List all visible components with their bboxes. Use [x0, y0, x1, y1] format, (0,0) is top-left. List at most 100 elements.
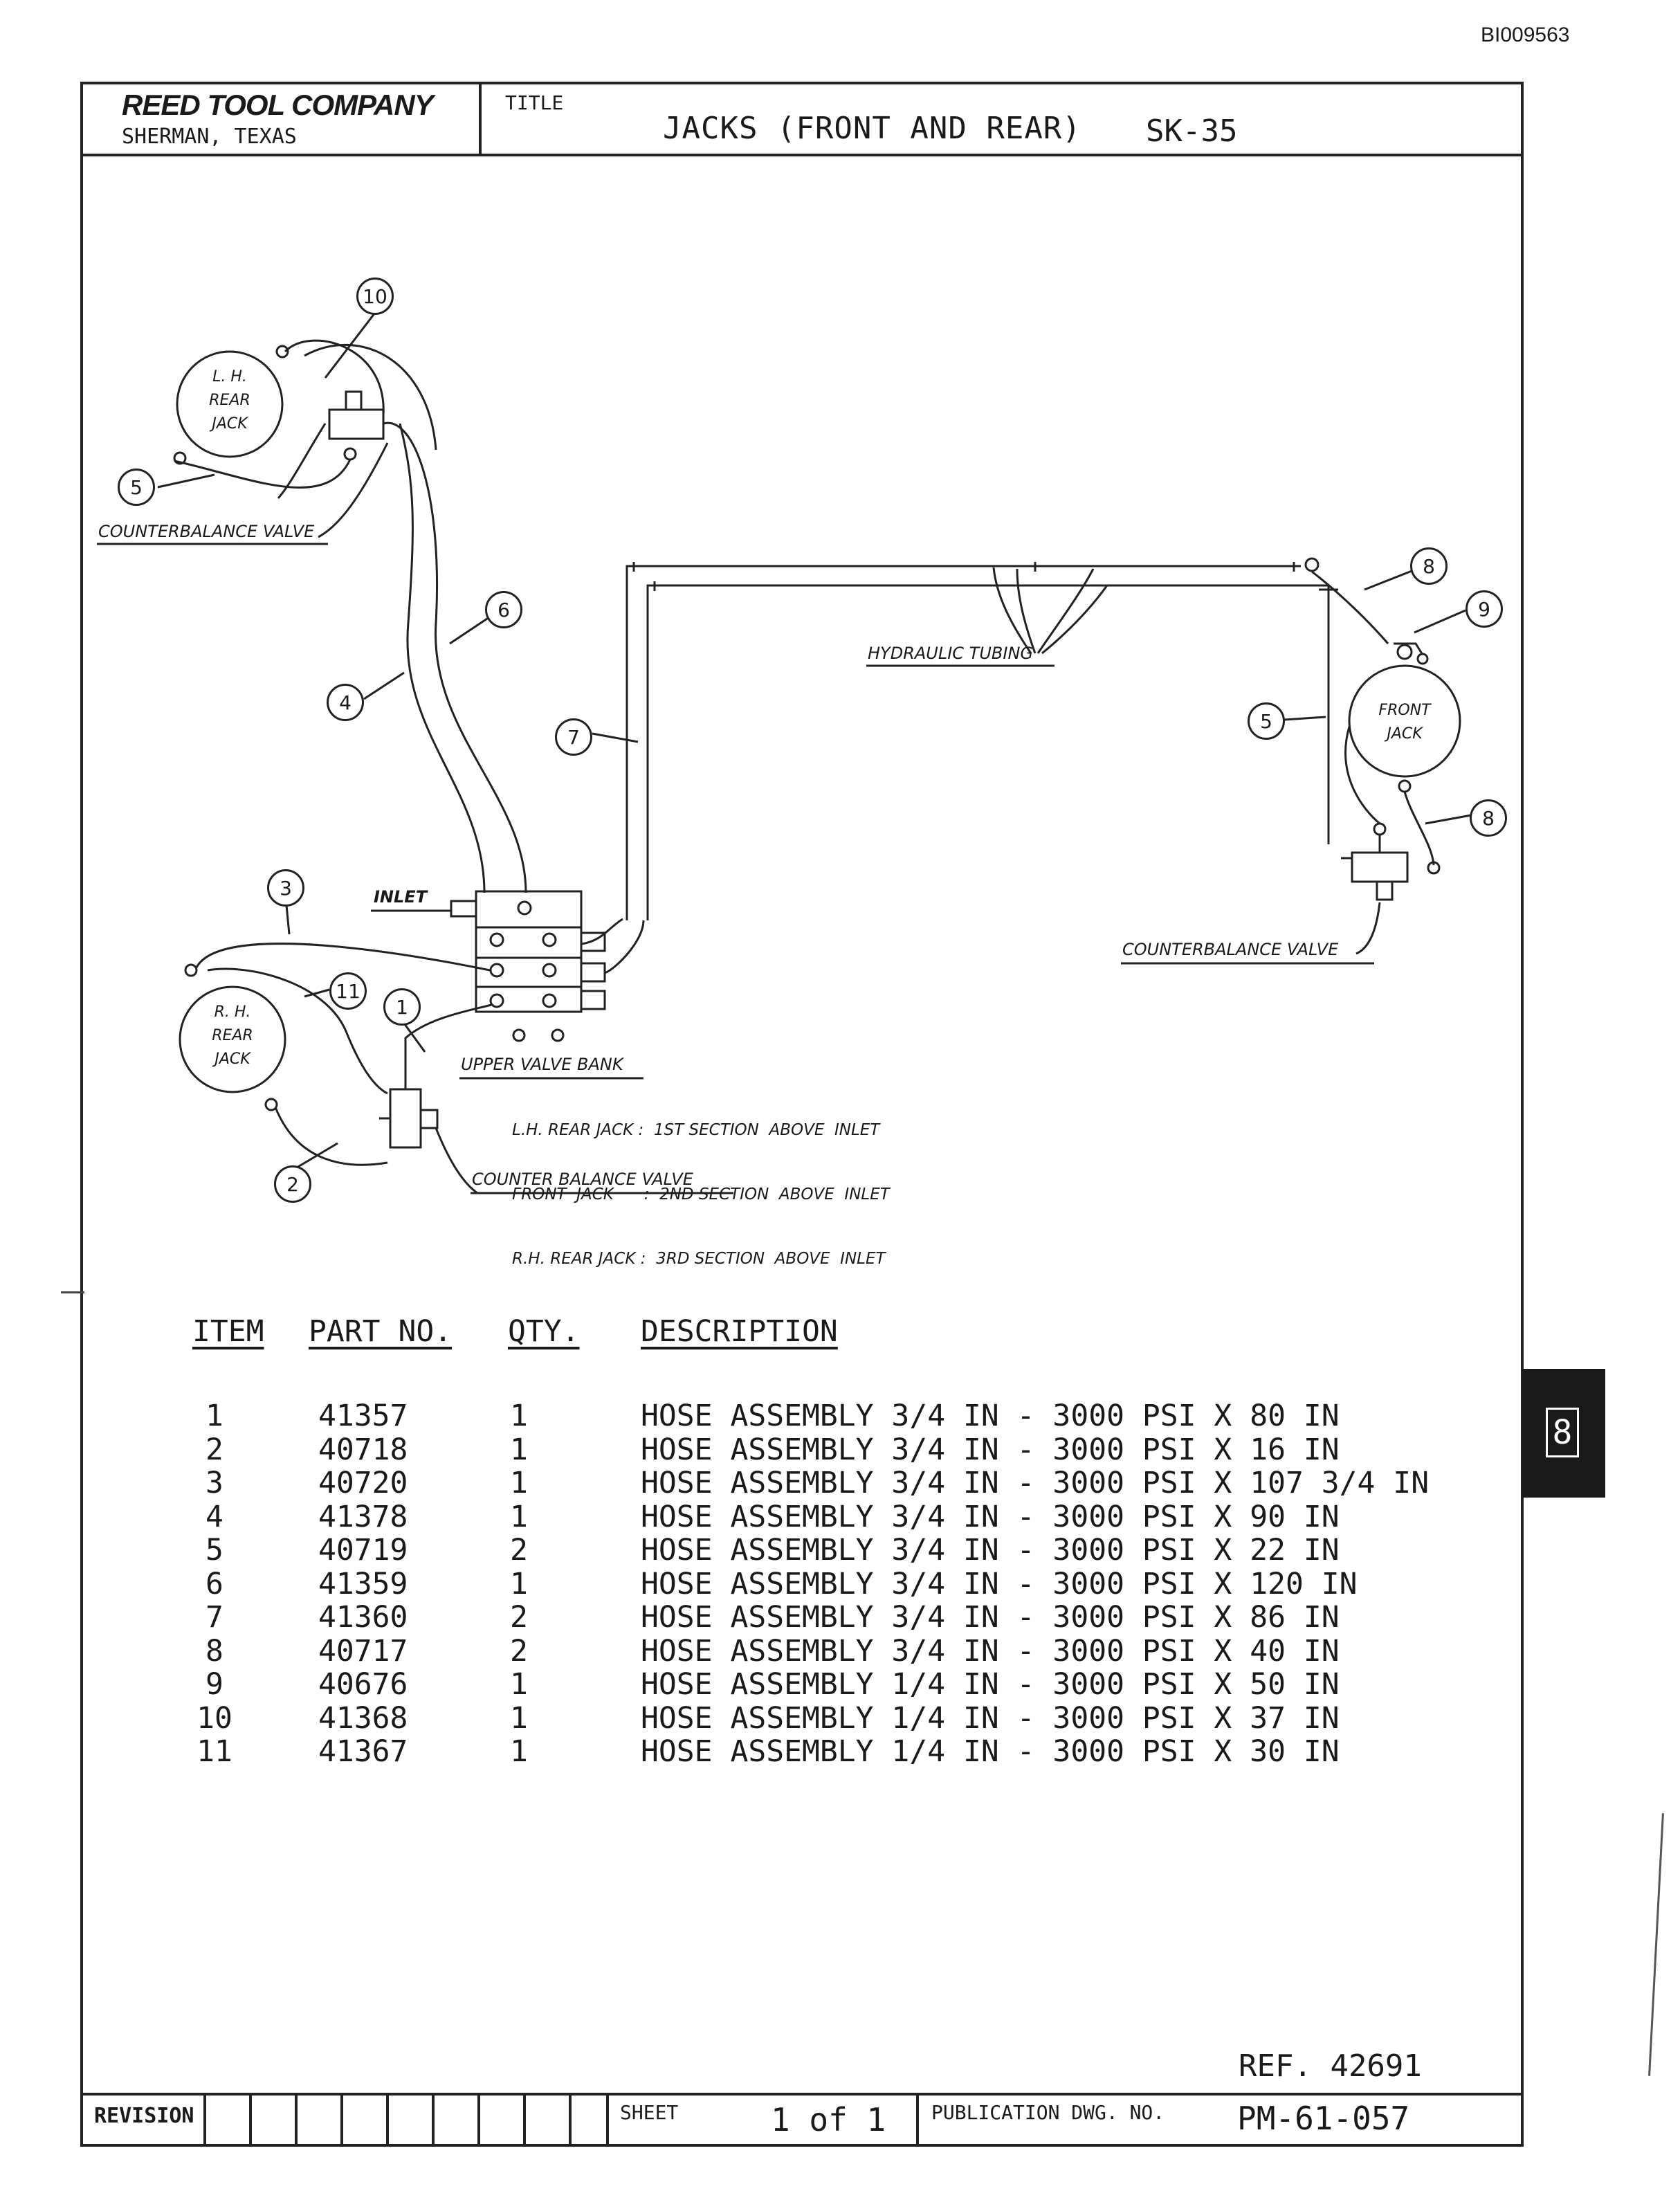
callout-5-front: 5 [1248, 702, 1285, 740]
callout-8-top: 8 [1410, 547, 1448, 585]
front-jack-circle [1348, 664, 1461, 778]
part-quantity: 2 [510, 1600, 528, 1635]
header-qty: QTY. [508, 1314, 580, 1349]
bank-note-rh: R.H. REAR JACK : 3RD SECTION ABOVE INLET [512, 1250, 886, 1268]
part-number: 41357 [318, 1399, 408, 1433]
callout-1: 1 [383, 988, 421, 1026]
part-item-number: 7 [206, 1600, 223, 1635]
revision-cell-divider [523, 2093, 526, 2145]
callout-7: 7 [555, 718, 592, 756]
part-number: 40720 [318, 1466, 408, 1500]
publication-label: PUBLICATION DWG. NO. [931, 2101, 1165, 2124]
part-quantity: 1 [510, 1432, 528, 1467]
part-item-number: 10 [197, 1700, 232, 1736]
part-number: 41378 [318, 1499, 408, 1534]
part-quantity: 2 [510, 1533, 528, 1567]
drawing-frame [80, 82, 1524, 2147]
hose-6 [383, 421, 527, 893]
margin-tick [61, 1291, 84, 1293]
header-item: ITEM [192, 1314, 264, 1349]
revision-cell-divider [432, 2093, 435, 2145]
part-item-number: 11 [197, 1734, 232, 1769]
revision-cell-divider [569, 2093, 572, 2145]
part-description: HOSE ASSEMBLY 3/4 IN - 3000 PSI X 22 IN [641, 1533, 1340, 1567]
title-block-separator [479, 82, 482, 155]
company-name: REED TOOL COMPANY [122, 89, 434, 121]
callout-5-lh: 5 [118, 469, 155, 506]
lh-counterbalance-valve [328, 408, 385, 440]
footer-divider [80, 2093, 1524, 2096]
callout-4: 4 [327, 684, 364, 721]
part-item-number: 6 [206, 1566, 223, 1601]
hydraulic-tubing-outer [626, 565, 1301, 920]
bank-note-front: FRONT JACK : 2ND SECTION ABOVE INLET [512, 1185, 890, 1203]
part-quantity: 1 [510, 1700, 528, 1736]
publication-cell-divider [916, 2093, 919, 2145]
counterbalance-valve-label-front: COUNTERBALANCE VALVE [1122, 940, 1339, 959]
revision-cell-divider [203, 2093, 206, 2145]
callout-6: 6 [485, 591, 522, 628]
section-tab-number: 8 [1546, 1408, 1579, 1457]
header-description: DESCRIPTION [641, 1314, 838, 1349]
document-id: BI009563 [1481, 24, 1570, 46]
rh-rear-jack-circle [179, 985, 286, 1093]
callout-8-bottom: 8 [1470, 799, 1507, 837]
hydraulic-tubing-inner [646, 584, 1329, 920]
part-item-number: 1 [206, 1399, 223, 1433]
sheet-code: SK-35 [1146, 113, 1238, 149]
part-description: HOSE ASSEMBLY 3/4 IN - 3000 PSI X 107 3/… [641, 1466, 1430, 1500]
revision-cell-divider [295, 2093, 298, 2145]
part-quantity: 1 [510, 1466, 528, 1500]
lh-rear-jack-circle [176, 350, 284, 458]
hose-11 [207, 967, 388, 1095]
part-description: HOSE ASSEMBLY 3/4 IN - 3000 PSI X 40 IN [641, 1633, 1340, 1669]
callout-11: 11 [329, 972, 367, 1010]
part-item-number: 4 [206, 1499, 223, 1534]
hose-8-top [1311, 570, 1389, 644]
bank-note-lh: L.H. REAR JACK : 1ST SECTION ABOVE INLET [512, 1121, 880, 1139]
part-description: HOSE ASSEMBLY 1/4 IN - 3000 PSI X 30 IN [641, 1734, 1340, 1769]
part-quantity: 1 [510, 1399, 528, 1433]
sheet-label: SHEET [620, 2101, 679, 2124]
revision-cell-divider [477, 2093, 480, 2145]
hose-5-lh [174, 459, 351, 489]
upper-valve-bank [475, 890, 583, 1013]
drawing-title: JACKS (FRONT AND REAR) [663, 111, 1081, 146]
sheet-value: 1 of 1 [771, 2101, 886, 2138]
revision-cell-divider [340, 2093, 343, 2145]
part-item-number: 5 [206, 1533, 223, 1567]
title-label: TITLE [505, 91, 564, 114]
part-quantity: 1 [510, 1566, 528, 1601]
part-number: 40676 [318, 1667, 408, 1702]
part-description: HOSE ASSEMBLY 3/4 IN - 3000 PSI X 90 IN [641, 1499, 1340, 1534]
header-part-no: PART NO. [309, 1314, 453, 1349]
part-description: HOSE ASSEMBLY 3/4 IN - 3000 PSI X 80 IN [641, 1399, 1340, 1433]
lh-valve-stem [345, 390, 363, 411]
part-quantity: 2 [510, 1633, 528, 1669]
callout-10: 10 [356, 278, 394, 315]
part-description: HOSE ASSEMBLY 3/4 IN - 3000 PSI X 86 IN [641, 1600, 1340, 1635]
company-city: SHERMAN, TEXAS [122, 125, 297, 149]
part-number: 41368 [318, 1700, 408, 1736]
part-item-number: 9 [206, 1667, 223, 1702]
front-counterbalance-valve [1351, 851, 1409, 883]
part-item-number: 2 [206, 1432, 223, 1467]
upper-valve-bank-label: UPPER VALVE BANK [461, 1055, 623, 1074]
part-number: 41359 [318, 1566, 408, 1601]
revision-cell-divider [249, 2093, 252, 2145]
part-number: 40717 [318, 1633, 408, 1669]
part-number: 41360 [318, 1600, 408, 1635]
callout-3: 3 [267, 869, 304, 907]
section-tab: 8 [1522, 1369, 1605, 1498]
part-item-number: 8 [206, 1633, 223, 1669]
scan-edge-mark [1648, 1813, 1664, 2076]
hose-8-bottom [1403, 791, 1435, 866]
counterbalance-valve-label-lh: COUNTERBALANCE VALVE [98, 522, 315, 541]
callout-2: 2 [274, 1165, 311, 1203]
part-number: 40719 [318, 1533, 408, 1567]
callout-9: 9 [1466, 590, 1503, 628]
counterbalance-valve-label-rh: COUNTER BALANCE VALVE [472, 1170, 693, 1189]
part-description: HOSE ASSEMBLY 1/4 IN - 3000 PSI X 50 IN [641, 1667, 1340, 1702]
hydraulic-diagram [97, 312, 1472, 1194]
